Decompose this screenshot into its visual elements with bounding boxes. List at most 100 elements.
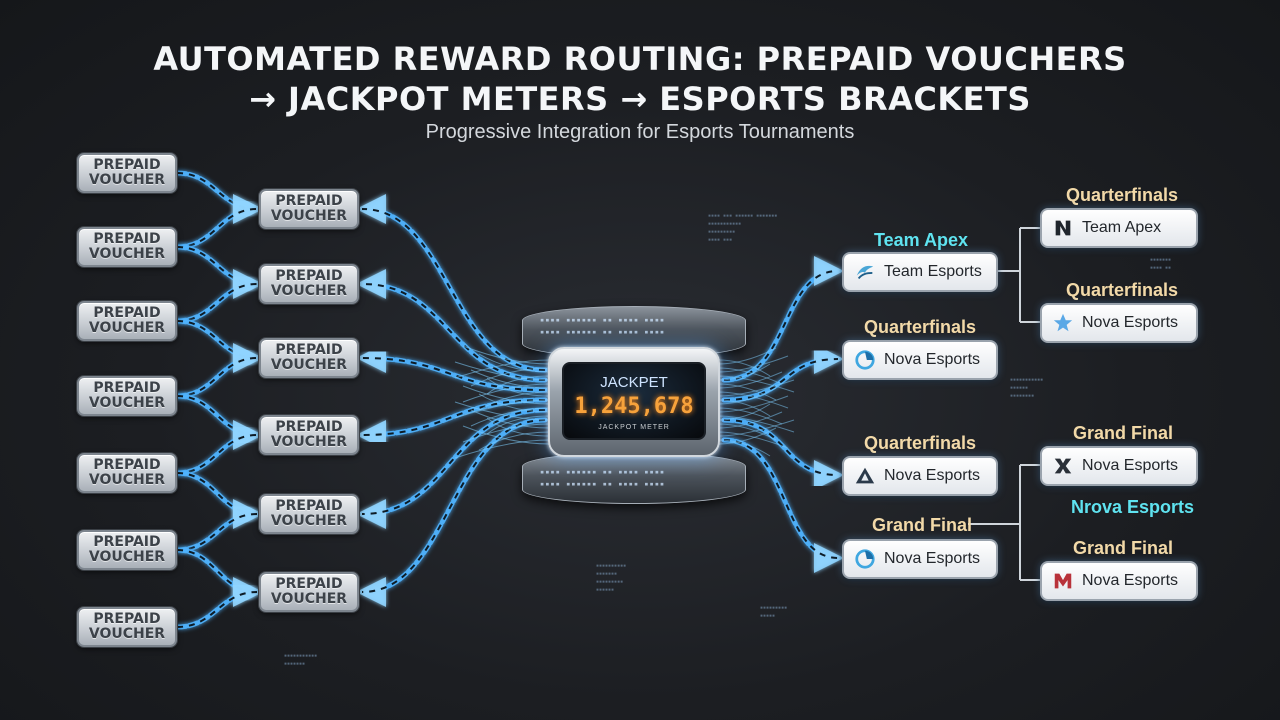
fiber-strand [478, 431, 551, 451]
bracket-connector-1 [998, 227, 1040, 323]
fiber-strand [717, 391, 789, 409]
team-name: Nova Esports [884, 351, 981, 368]
team-name: Team Apex [1082, 219, 1162, 236]
prepaid-voucher-m5[interactable]: PREPAID VOUCHER [259, 494, 359, 534]
fiber-strand [454, 361, 551, 381]
deco-text-5: ▪▪▪▪▪▪▪▪▪ ▪▪▪▪▪ [760, 605, 788, 619]
chain-left-2b [174, 269, 263, 324]
nova-triangle-icon [855, 467, 875, 484]
chain-left-3a [174, 318, 263, 373]
fiber-strand [462, 383, 551, 403]
team-pill-r2-2[interactable]: Nova Esports [1040, 303, 1198, 343]
chain-mid-5 [356, 407, 548, 529]
fiber-strand [717, 407, 783, 425]
team-pill-r1-3[interactable]: Nova Esports [842, 456, 998, 496]
prepaid-voucher-m2[interactable]: PREPAID VOUCHER [259, 264, 359, 304]
chain-mid-1 [356, 194, 548, 373]
chain-left-1a [174, 170, 263, 224]
nova-swirl-icon [855, 549, 875, 569]
fiber-strand [717, 347, 777, 365]
fiber-strand [486, 417, 551, 437]
chain-mid-3 [356, 343, 548, 393]
fiber-strand [454, 359, 551, 379]
jackpot-drum-bottom [522, 452, 746, 504]
floating-team-label: Nrova Esports [1071, 497, 1195, 517]
prepaid-voucher-m1[interactable]: PREPAID VOUCHER [259, 189, 359, 229]
prepaid-voucher-l4[interactable]: PREPAID VOUCHER [77, 376, 177, 416]
deco-text-4: ▪▪▪▪▪▪▪▪▪▪ ▪▪▪▪▪▪▪ ▪▪▪▪▪▪▪▪▪ ▪▪▪▪▪▪ [596, 563, 627, 593]
fiber-strand [717, 379, 795, 397]
fiber-strand [478, 391, 551, 411]
fiber-strand [470, 367, 551, 387]
deco-text-6: ▪▪▪▪▪▪▪▪▪▪▪ ▪▪▪▪▪▪▪ [284, 653, 318, 667]
fiber-strand [717, 423, 777, 441]
chain-left-4b [174, 420, 263, 476]
prepaid-voucher-m4[interactable]: PREPAID VOUCHER [259, 415, 359, 455]
fiber-strand [717, 427, 777, 445]
apex-wing-icon [856, 265, 874, 280]
jackpot-value: 1,245,678 [574, 394, 694, 419]
fiber-strand [717, 403, 771, 421]
fiber-strand [717, 363, 771, 381]
round1-label-4: Grand Final [872, 515, 973, 535]
chain-left-6a [174, 547, 263, 607]
fiber-strand [717, 431, 789, 449]
chain-right-4 [721, 437, 844, 573]
prepaid-voucher-m3[interactable]: PREPAID VOUCHER [259, 338, 359, 378]
team-pill-r2-4[interactable]: Nova Esports [1040, 561, 1198, 601]
deco-text-1: ▪▪▪▪ ▪▪▪ ▪▪▪▪▪▪ ▪▪▪▪▪▪▪ ▪▪▪▪▪▪▪▪▪▪▪ ▪▪▪▪… [708, 213, 778, 243]
chain-left-4a [174, 393, 263, 450]
n-monogram-icon [1055, 220, 1071, 236]
fiber-strand [478, 353, 551, 373]
chain-mid-6 [356, 417, 548, 607]
prepaid-voucher-l2[interactable]: PREPAID VOUCHER [77, 227, 177, 267]
fiber-strand [717, 411, 783, 429]
bracket-lines [968, 227, 1040, 581]
team-pill-r1-1[interactable]: Team Esports [842, 252, 998, 292]
chain-left-1b [174, 194, 263, 250]
team-pill-r1-2[interactable]: Nova Esports [842, 340, 998, 380]
team-name: Nova Esports [884, 550, 981, 567]
chain-left-3b [174, 343, 263, 399]
fiber-strand [486, 375, 551, 395]
prepaid-voucher-l1[interactable]: PREPAID VOUCHER [77, 153, 177, 193]
team-pill-r1-4[interactable]: Nova Esports [842, 539, 998, 579]
prepaid-voucher-l7[interactable]: PREPAID VOUCHER [77, 607, 177, 647]
chain-mid-2 [356, 269, 548, 383]
chain-right-3 [721, 417, 844, 490]
chain-mid-4 [356, 397, 548, 450]
fiber-bundle [454, 345, 795, 459]
prepaid-voucher-l5[interactable]: PREPAID VOUCHER [77, 453, 177, 493]
chain-left-6b [174, 577, 263, 630]
round1-label-2: Quarterfinals [864, 317, 977, 337]
prepaid-voucher-m6[interactable]: PREPAID VOUCHER [259, 572, 359, 612]
team-pill-r2-1[interactable]: Team Apex [1040, 208, 1198, 248]
fiber-strand [470, 407, 551, 427]
nova-swirl-icon [855, 350, 875, 370]
drum-top-text: ▪▪▪▪ ▪▪▪▪▪▪ ▪▪ ▪▪▪▪ ▪▪▪▪▪▪▪▪ ▪▪▪▪▪▪ ▪▪ ▪… [540, 316, 666, 336]
fiber-strand [717, 383, 777, 401]
title-line-2: → JACKPOT METERS → ESPORTS BRACKETS [249, 80, 1031, 118]
fiber-strand [478, 393, 551, 413]
bracket-connector-2 [968, 464, 1040, 581]
team-pill-r2-3[interactable]: Nova Esports [1040, 446, 1198, 486]
fiber-strand [462, 385, 551, 405]
fiber-strand [717, 399, 771, 417]
fiber-strand [462, 345, 551, 365]
subtitle: Progressive Integration for Esports Tour… [425, 121, 855, 143]
fiber-strand [717, 419, 795, 437]
deco-text-2: ▪▪▪▪▪▪▪ ▪▪▪▪ ▪▪ [1150, 257, 1172, 271]
team-name: Nova Esports [1082, 314, 1179, 331]
fiber-strand [717, 359, 771, 377]
x-monogram-icon [1054, 458, 1072, 474]
round2-label-2: Quarterfinals [1066, 280, 1179, 300]
fiber-strand [462, 423, 551, 443]
prepaid-voucher-l6[interactable]: PREPAID VOUCHER [77, 530, 177, 570]
fiber-strand [717, 367, 783, 385]
fiber-strand [717, 395, 789, 413]
drum-bottom-text: ▪▪▪▪ ▪▪▪▪▪▪ ▪▪ ▪▪▪▪ ▪▪▪▪▪▪▪▪ ▪▪▪▪▪▪ ▪▪ ▪… [540, 468, 666, 488]
chain-left-5a [174, 470, 263, 529]
prepaid-voucher-l3[interactable]: PREPAID VOUCHER [77, 301, 177, 341]
fiber-strand [717, 387, 777, 405]
chain-left-5b [174, 499, 263, 553]
